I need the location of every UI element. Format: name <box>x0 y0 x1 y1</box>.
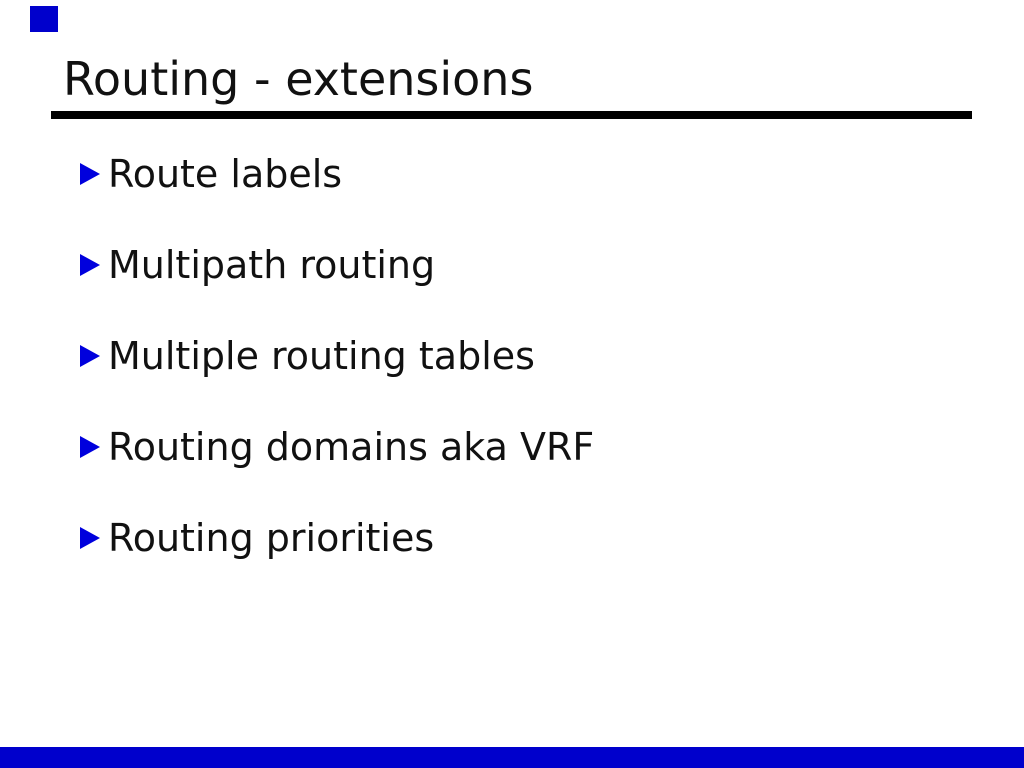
bullet-triangle-icon <box>80 436 100 458</box>
bullet-label: Routing priorities <box>108 516 435 560</box>
bullet-triangle-icon <box>80 163 100 185</box>
title-underline <box>51 111 972 119</box>
slide-title: Routing - extensions <box>63 52 534 106</box>
bullet-label: Multiple routing tables <box>108 334 535 378</box>
list-item: Routing domains aka VRF <box>80 425 594 469</box>
bullet-list: Route labels Multipath routing Multiple … <box>80 152 594 607</box>
bullet-triangle-icon <box>80 254 100 276</box>
slide-footer-bar-decoration <box>0 747 1024 768</box>
bullet-label: Multipath routing <box>108 243 436 287</box>
bullet-label: Routing domains aka VRF <box>108 425 595 469</box>
list-item: Multiple routing tables <box>80 334 594 378</box>
bullet-triangle-icon <box>80 345 100 367</box>
bullet-triangle-icon <box>80 527 100 549</box>
list-item: Routing priorities <box>80 516 594 560</box>
slide-corner-square-decoration <box>30 6 58 32</box>
list-item: Multipath routing <box>80 243 594 287</box>
list-item: Route labels <box>80 152 594 196</box>
bullet-label: Route labels <box>108 152 343 196</box>
